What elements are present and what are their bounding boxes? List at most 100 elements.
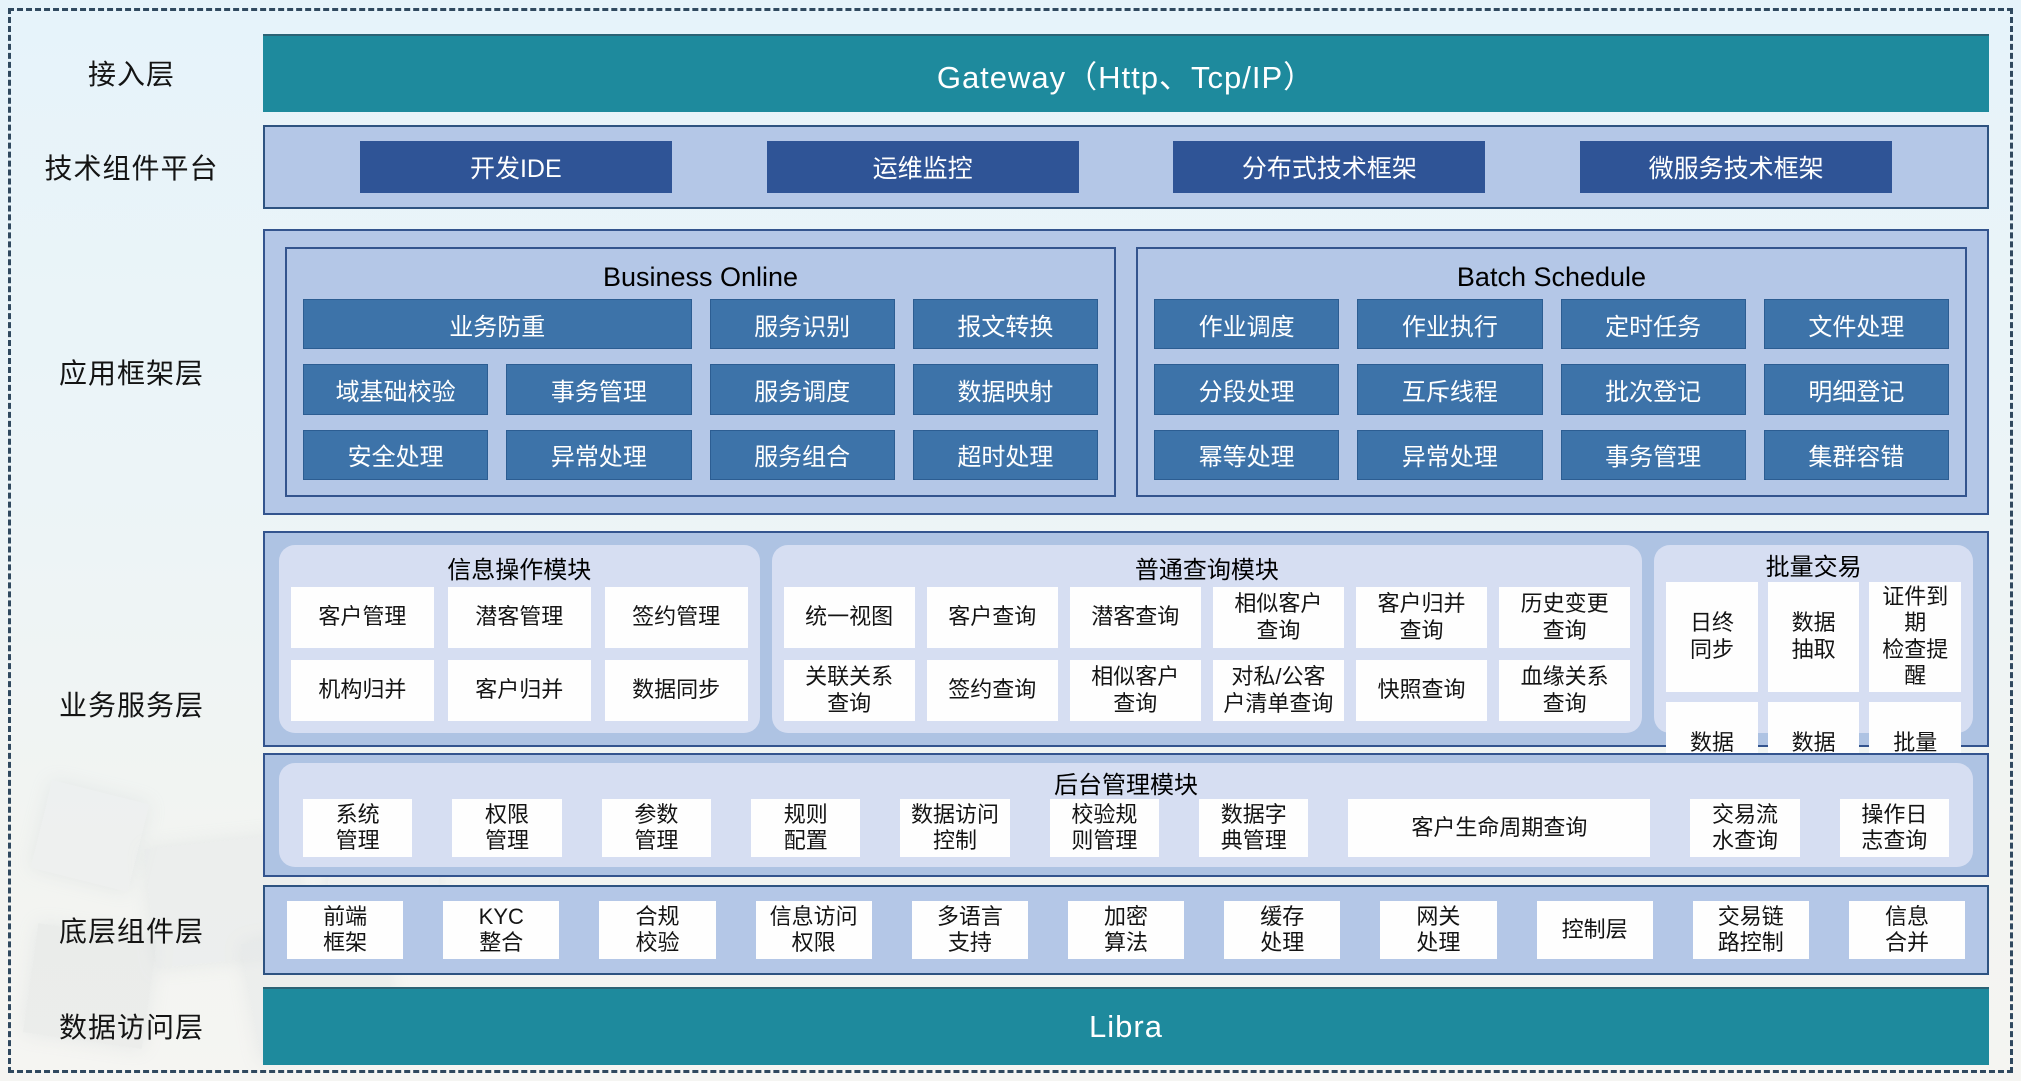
base-item: 合规 校验 (599, 901, 716, 959)
tech-platform-band: 开发IDE 运维监控 分布式技术框架 微服务技术框架 (263, 125, 1989, 209)
base-item: 控制层 (1536, 901, 1653, 959)
gateway-bar: Gateway（Http、Tcp/IP） (263, 34, 1989, 112)
service-item: 签约管理 (604, 587, 748, 648)
service-item: 对私/公客 户清单查询 (1212, 660, 1344, 721)
service-item: 机构归并 (291, 660, 434, 721)
business-online-grid: 业务防重 服务识别 报文转换 域基础校验 事务管理 服务调度 数据映射 安全处理… (303, 299, 1098, 480)
fw-item: 作业调度 (1154, 299, 1340, 350)
layer-label-access: 接入层 (87, 59, 175, 90)
service-item: 潜客查询 (1069, 587, 1201, 648)
fw-item: 分段处理 (1154, 364, 1340, 415)
base-component-band: 前端 框架 KYC 整合 合规 校验 信息访问 权限 多语言 支持 加密 算法 … (263, 885, 1989, 975)
admin-item: 数据访问 控制 (900, 799, 1010, 857)
fw-item: 定时任务 (1560, 299, 1746, 350)
info-operation-module: 信息操作模块 客户管理 潜客管理 签约管理 机构归并 客户归并 数据同步 (279, 545, 760, 733)
tech-item-microservice-framework: 微服务技术框架 (1580, 141, 1893, 193)
admin-module-row: 系统 管理 权限 管理 参数 管理 规则 配置 数据访问 控制 校验规 则管理 … (291, 799, 1961, 857)
business-online-title: Business Online (602, 261, 799, 292)
admin-item: 交易流 水查询 (1690, 799, 1800, 857)
batch-trade-title: 批量交易 (1765, 554, 1862, 581)
base-component-row: 底层组件层 前端 框架 KYC 整合 合规 校验 信息访问 权限 多语言 支持 … (0, 885, 1989, 975)
service-item: 日终 同步 (1666, 582, 1758, 692)
admin-item: 系统 管理 (303, 799, 413, 857)
tech-item-dev-ide: 开发IDE (359, 141, 672, 193)
tech-item-distributed-framework: 分布式技术框架 (1173, 141, 1486, 193)
base-item: 信息访问 权限 (755, 901, 872, 959)
app-framework-container: Business Online 业务防重 服务识别 报文转换 域基础校验 事务管… (263, 229, 1989, 515)
base-item: 前端 框架 (287, 901, 404, 959)
layer-label-framework: 应用框架层 (58, 358, 204, 389)
service-item: 相似客户 查询 (1212, 587, 1344, 648)
fw-item: 服务识别 (709, 299, 895, 350)
tech-platform-row: 技术组件平台 开发IDE 运维监控 分布式技术框架 微服务技术框架 (0, 125, 1989, 209)
base-item: 交易链 路控制 (1692, 901, 1809, 959)
info-operation-grid: 客户管理 潜客管理 签约管理 机构归并 客户归并 数据同步 (291, 587, 748, 721)
batch-trade-module: 批量交易 日终 同步 数据 抽取 证件到期 检查提醒 数据 转换 数据 装载 批… (1654, 545, 1974, 812)
fw-item: 异常处理 (506, 429, 692, 480)
fw-item: 事务管理 (1560, 429, 1746, 480)
service-item: 签约查询 (926, 660, 1058, 721)
service-item: 客户管理 (291, 587, 434, 648)
business-online-section: Business Online 业务防重 服务识别 报文转换 域基础校验 事务管… (285, 247, 1116, 497)
admin-item: 客户生命周期查询 (1348, 799, 1651, 857)
layer-label-tech: 技术组件平台 (44, 153, 219, 184)
fw-item: 域基础校验 (303, 364, 489, 415)
fw-item: 安全处理 (303, 429, 489, 480)
fw-item: 超时处理 (912, 429, 1098, 480)
service-item: 证件到期 检查提醒 (1869, 582, 1962, 692)
admin-module: 后台管理模块 系统 管理 权限 管理 参数 管理 规则 配置 数据访问 控制 校… (279, 763, 1973, 867)
fw-item: 集群容错 (1763, 429, 1949, 480)
fw-item: 服务组合 (709, 429, 895, 480)
fw-item: 明细登记 (1763, 364, 1949, 415)
business-service-row: 业务服务层 信息操作模块 客户管理 潜客管理 签约管理 机构归并 客户归并 数据… (0, 531, 1989, 877)
admin-item: 校验规 则管理 (1049, 799, 1160, 857)
service-item: 客户归并 (447, 660, 591, 721)
base-item: KYC 整合 (443, 901, 560, 959)
general-query-module: 普通查询模块 统一视图 客户查询 潜客查询 相似客户 查询 客户归并 查询 历史… (771, 545, 1643, 733)
service-item: 潜客管理 (447, 587, 591, 648)
service-item: 数据 抽取 (1767, 582, 1860, 692)
fw-item: 业务防重 (303, 299, 692, 350)
service-item: 客户查询 (926, 587, 1058, 648)
fw-item: 报文转换 (912, 299, 1098, 350)
layer-label-base: 底层组件层 (58, 916, 204, 947)
fw-item: 事务管理 (506, 364, 692, 415)
service-item: 快照查询 (1355, 660, 1488, 721)
info-operation-title: 信息操作模块 (447, 556, 592, 584)
service-item: 历史变更 查询 (1499, 587, 1631, 648)
base-item: 加密 算法 (1067, 901, 1185, 959)
base-item: 多语言 支持 (911, 901, 1028, 959)
base-item: 缓存 处理 (1224, 901, 1341, 959)
tech-item-ops-monitor: 运维监控 (766, 141, 1079, 193)
admin-module-title: 后台管理模块 (1054, 771, 1198, 799)
fw-item: 服务调度 (709, 364, 895, 415)
admin-item: 权限 管理 (452, 799, 562, 857)
fw-item: 互斥线程 (1357, 364, 1543, 415)
fw-item: 批次登记 (1560, 364, 1746, 415)
admin-item: 参数 管理 (601, 799, 712, 857)
service-item: 相似客户 查询 (1069, 660, 1201, 721)
service-item: 数据同步 (604, 660, 748, 721)
fw-item: 文件处理 (1763, 299, 1949, 350)
admin-item: 规则 配置 (751, 799, 861, 857)
admin-item: 数据字 典管理 (1199, 799, 1309, 857)
fw-item: 数据映射 (912, 364, 1098, 415)
fw-item: 异常处理 (1357, 429, 1543, 480)
general-query-title: 普通查询模块 (1134, 556, 1279, 584)
batch-schedule-section: Batch Schedule 作业调度 作业执行 定时任务 文件处理 分段处理 … (1136, 247, 1967, 497)
base-item: 网关 处理 (1380, 901, 1497, 959)
admin-item: 操作日 志查询 (1839, 799, 1949, 857)
data-access-row: 数据访问层 Libra (0, 987, 1989, 1065)
layer-label-service: 业务服务层 (58, 690, 204, 721)
layer-label-data-access: 数据访问层 (58, 1012, 204, 1043)
batch-schedule-title: Batch Schedule (1456, 261, 1647, 292)
app-framework-row: 应用框架层 Business Online 业务防重 服务识别 报文转换 域基础… (0, 229, 1989, 515)
base-item: 信息 合并 (1848, 901, 1966, 959)
service-modules-container: 信息操作模块 客户管理 潜客管理 签约管理 机构归并 客户归并 数据同步 普通查… (263, 531, 1989, 812)
fw-item: 作业执行 (1357, 299, 1543, 350)
service-item: 血缘关系 查询 (1499, 660, 1631, 721)
service-item: 统一视图 (783, 587, 915, 648)
fw-item: 幂等处理 (1154, 429, 1340, 480)
